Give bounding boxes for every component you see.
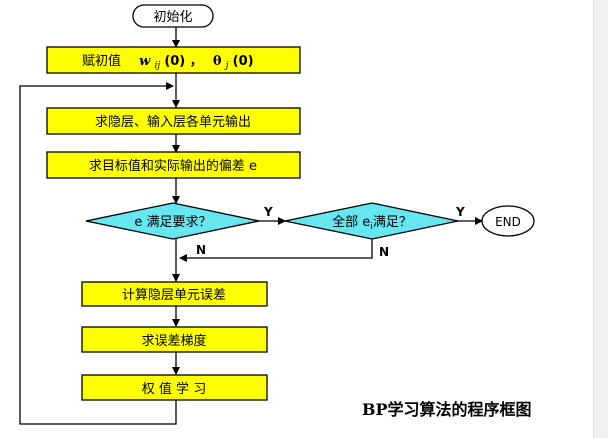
- init-w-arg: (0) ，: [164, 54, 202, 69]
- step-gradient-label: 求误差梯度: [141, 333, 206, 349]
- step-hidden-output-box: 求隐层、输入层各单元输出: [46, 107, 301, 135]
- init-w-subscript: ij: [155, 61, 161, 71]
- label-yes-2: Y: [455, 205, 465, 219]
- step-weight-label: 权 值 学 习: [142, 381, 206, 397]
- init-theta-symbol: θ: [213, 54, 222, 69]
- window-edge-strip: [593, 0, 608, 438]
- decision-all-satisfied-tail: 满足？: [373, 215, 412, 230]
- decision-all-satisfied: 全部 ei满足？: [284, 202, 459, 240]
- init-label: 赋初值: [82, 53, 121, 69]
- connector-loop-back: [19, 82, 177, 425]
- connector-decision2-no: [179, 238, 373, 262]
- step-error-label: 计算隐层单元误差: [122, 288, 226, 303]
- init-theta-subscript: j: [224, 61, 229, 71]
- init-box: 赋初值 w ij (0) ， θ j (0): [46, 46, 301, 74]
- step-hidden-output-label: 求隐层、输入层各单元输出: [95, 114, 251, 130]
- step-deviation-label: 求目标值和实际输出的偏差 e: [89, 158, 257, 174]
- diagram-caption: BP学习算法的程序框图: [362, 400, 532, 419]
- label-no-1: N: [196, 243, 206, 257]
- step-gradient-box: 求误差梯度: [81, 326, 268, 353]
- decision-meets-requirement: e 满足要求？: [85, 202, 260, 240]
- end-node: END: [481, 205, 535, 237]
- step-deviation-box: 求目标值和实际输出的偏差 e: [46, 151, 301, 179]
- start-node: 初始化: [132, 4, 214, 28]
- decision-meets-requirement-label: e 满足要求？: [134, 215, 211, 230]
- label-yes-1: Y: [263, 205, 273, 219]
- step-weight-box: 权 值 学 习: [81, 374, 268, 401]
- end-label: END: [495, 215, 521, 229]
- svg-text:赋初值 w ij (0): 赋初值 w ij (0) ， θ j (0): [82, 53, 254, 72]
- svg-text:全部 ei满足？: 全部 ei满足？: [332, 214, 412, 232]
- init-theta-arg: (0): [233, 54, 254, 69]
- label-no-2: N: [379, 245, 389, 259]
- init-w-symbol: w: [139, 54, 151, 69]
- decision-all-satisfied-subscript: i: [370, 222, 373, 232]
- decision-all-satisfied-label: 全部 e: [332, 214, 370, 230]
- step-error-box: 计算隐层单元误差: [81, 281, 268, 307]
- start-label: 初始化: [153, 10, 192, 25]
